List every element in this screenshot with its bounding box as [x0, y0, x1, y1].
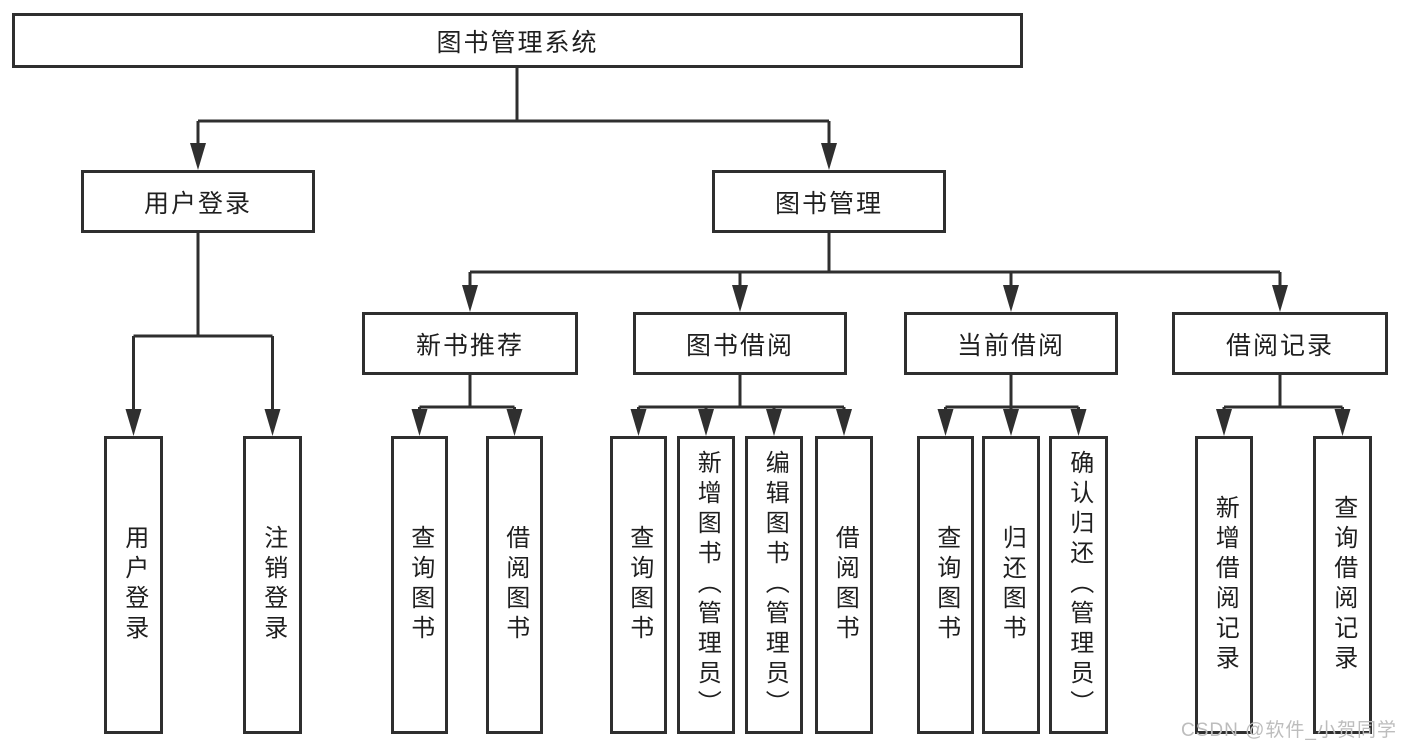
leaf-borrow-books-1-label: 借阅图书 — [501, 525, 529, 645]
node-book-management: 图书管理 — [712, 170, 946, 233]
node-user-login: 用户登录 — [81, 170, 315, 233]
leaf-borrow-books-1: 借阅图书 — [486, 436, 543, 734]
leaf-return-books: 归还图书 — [982, 436, 1040, 734]
node-book-management-label: 图书管理 — [774, 189, 883, 218]
edge-book-borrowing-to-leaves — [630, 375, 852, 436]
leaf-query-books-2-label: 查询图书 — [625, 525, 653, 645]
leaf-edit-book-admin: 编辑图书（管理员） — [745, 436, 803, 734]
edge-root-to-level1 — [190, 68, 837, 170]
leaf-add-borrow-record-label: 新增借阅记录 — [1211, 495, 1239, 675]
node-library-system-label: 图书管理系统 — [436, 28, 599, 57]
node-current-borrowing-label: 当前借阅 — [956, 331, 1065, 360]
node-new-book-recommend-label: 新书推荐 — [415, 331, 524, 360]
edge-book-management-to-level2 — [462, 233, 1288, 312]
leaf-user-login-label: 用户登录 — [120, 525, 148, 645]
node-new-book-recommend: 新书推荐 — [362, 312, 578, 375]
edge-user-login-to-leaves — [125, 233, 281, 436]
watermark-text: CSDN @软件_小贺同学 — [1181, 720, 1397, 741]
node-book-borrowing-label: 图书借阅 — [685, 331, 794, 360]
leaf-edit-book-admin-label: 编辑图书（管理员） — [761, 450, 789, 720]
leaf-query-books-1: 查询图书 — [391, 436, 448, 734]
node-library-system: 图书管理系统 — [12, 13, 1023, 68]
leaf-query-books-3: 查询图书 — [917, 436, 974, 734]
leaf-return-books-label: 归还图书 — [998, 525, 1026, 645]
node-book-borrowing: 图书借阅 — [633, 312, 847, 375]
leaf-query-books-3-label: 查询图书 — [932, 525, 960, 645]
leaf-query-books-2: 查询图书 — [610, 436, 667, 734]
edge-current-borrowing-to-leaves — [937, 375, 1087, 436]
leaf-add-book-admin: 新增图书（管理员） — [677, 436, 735, 734]
node-current-borrowing: 当前借阅 — [904, 312, 1118, 375]
leaf-user-login: 用户登录 — [104, 436, 163, 734]
leaf-add-book-admin-label: 新增图书（管理员） — [693, 450, 721, 720]
edge-new-book-recommend-to-leaves — [411, 375, 523, 436]
leaf-logout-label: 注销登录 — [259, 525, 287, 645]
leaf-borrow-books-2: 借阅图书 — [815, 436, 873, 734]
leaf-query-books-1-label: 查询图书 — [406, 525, 434, 645]
leaf-confirm-return-admin: 确认归还（管理员） — [1049, 436, 1108, 734]
leaf-query-borrow-record-label: 查询借阅记录 — [1329, 495, 1357, 675]
leaf-borrow-books-2-label: 借阅图书 — [831, 525, 859, 645]
leaf-confirm-return-admin-label: 确认归还（管理员） — [1065, 450, 1093, 720]
node-user-login-label: 用户登录 — [143, 189, 252, 218]
node-borrowing-records: 借阅记录 — [1172, 312, 1388, 375]
leaf-logout: 注销登录 — [243, 436, 302, 734]
edge-borrowing-records-to-leaves — [1216, 375, 1351, 436]
leaf-add-borrow-record: 新增借阅记录 — [1195, 436, 1253, 734]
node-borrowing-records-label: 借阅记录 — [1225, 331, 1334, 360]
leaf-query-borrow-record: 查询借阅记录 — [1313, 436, 1372, 734]
